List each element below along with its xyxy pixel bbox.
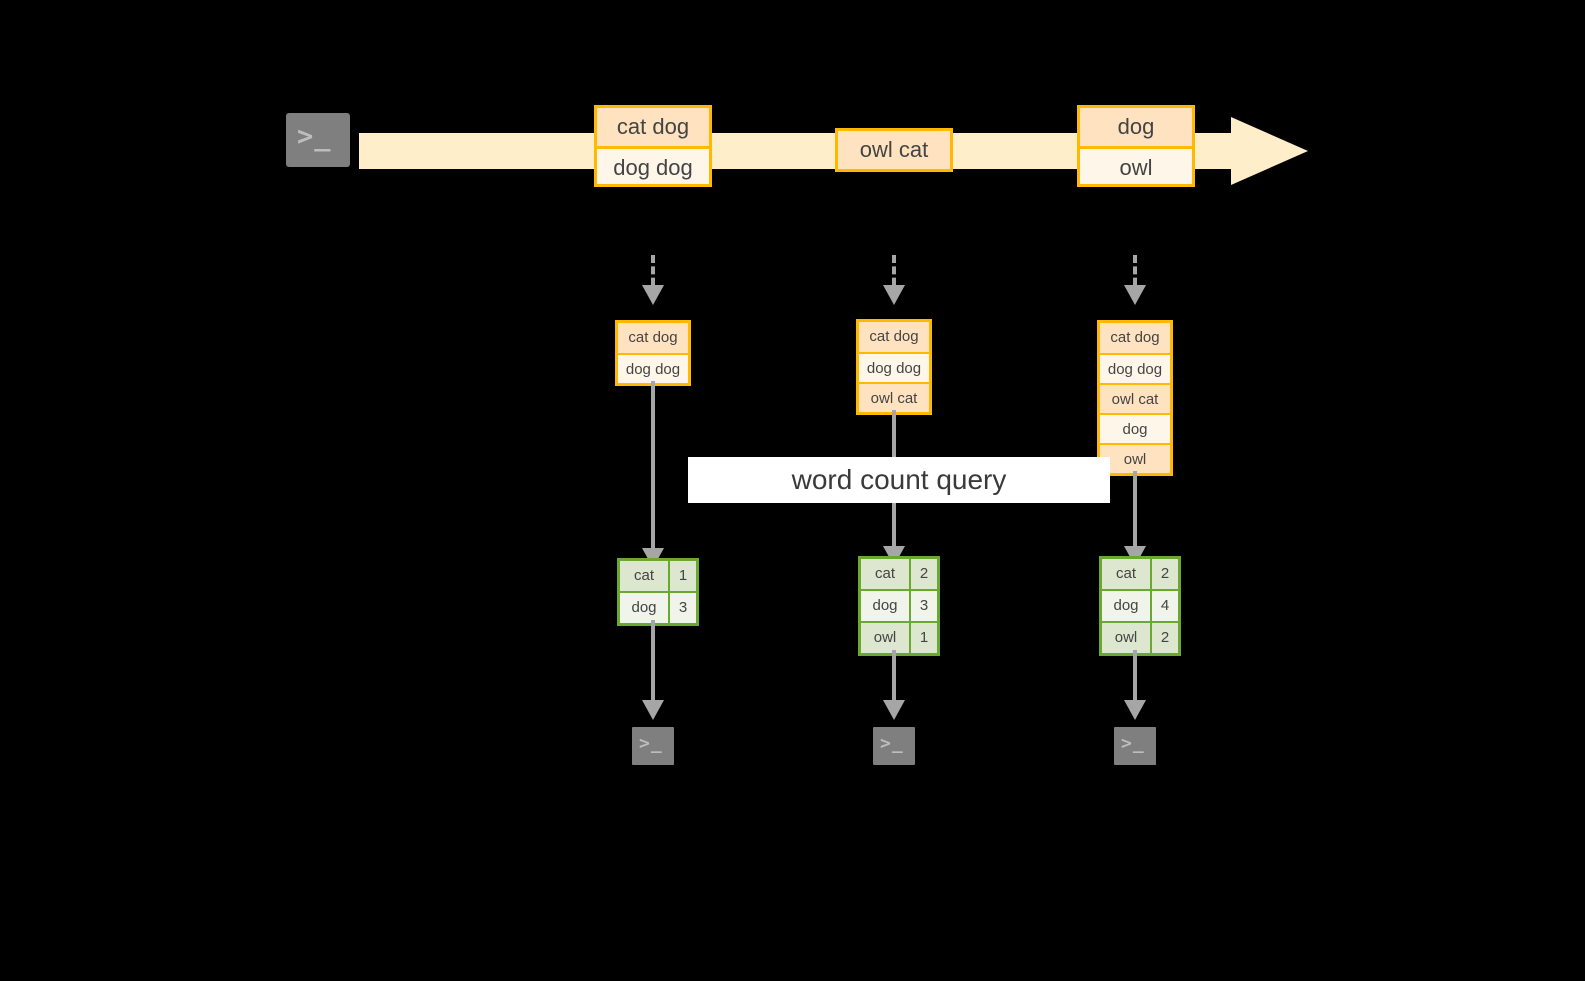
sink-terminal-3[interactable]: >_ <box>1107 720 1163 772</box>
result-word: dog <box>620 593 668 623</box>
result-count: 3 <box>909 591 937 621</box>
terminal-prompt-glyph: >_ <box>1121 733 1145 754</box>
snapshot-event: owl cat <box>1100 383 1170 413</box>
result-word: dog <box>1102 591 1150 621</box>
result-table-2: cat 2 dog 3 owl 1 <box>858 556 940 656</box>
sink-arrow-3 <box>1133 650 1137 710</box>
terminal-prompt-glyph: >_ <box>639 733 663 754</box>
snapshot-event: owl <box>1100 443 1170 473</box>
table-row: cat 1 <box>620 561 696 591</box>
stream-event: cat dog <box>597 108 709 146</box>
snapshot-event: dog <box>1100 413 1170 443</box>
snapshot-2: cat dog dog dog owl cat <box>856 319 932 415</box>
terminal-prompt-glyph: >_ <box>880 733 904 754</box>
dashed-connector-1-head <box>642 285 664 305</box>
result-table-1: cat 1 dog 3 <box>617 558 699 626</box>
stream-event: dog dog <box>597 146 709 184</box>
result-word: cat <box>1102 559 1150 589</box>
result-word: cat <box>861 559 909 589</box>
dashed-connector-2-head <box>883 285 905 305</box>
result-word: owl <box>861 623 909 653</box>
snapshot-event: dog dog <box>1100 353 1170 383</box>
result-count: 2 <box>909 559 937 589</box>
sink-arrow-2-head <box>883 700 905 720</box>
result-count: 4 <box>1150 591 1178 621</box>
snapshot-event: cat dog <box>618 323 688 353</box>
sink-arrow-3-head <box>1124 700 1146 720</box>
result-count: 3 <box>668 593 696 623</box>
dashed-connector-1 <box>651 255 655 297</box>
dashed-connector-3 <box>1133 255 1137 297</box>
result-count: 2 <box>1150 623 1178 653</box>
query-label: word count query <box>688 457 1110 503</box>
snapshot-event: owl cat <box>859 382 929 412</box>
table-row: cat 2 <box>861 559 937 589</box>
source-terminal-icon[interactable]: >_ <box>277 104 359 176</box>
table-row: dog 4 <box>1102 589 1178 621</box>
sink-terminal-2[interactable]: >_ <box>866 720 922 772</box>
result-count: 1 <box>668 561 696 591</box>
snapshot-event: cat dog <box>1100 323 1170 353</box>
stream-event: dog <box>1080 108 1192 146</box>
dashed-connector-3-head <box>1124 285 1146 305</box>
stream-event-group-3: dog owl <box>1077 105 1195 187</box>
snapshot-1: cat dog dog dog <box>615 320 691 386</box>
snapshot-event: cat dog <box>859 322 929 352</box>
snapshot-event: dog dog <box>618 353 688 383</box>
result-table-3: cat 2 dog 4 owl 2 <box>1099 556 1181 656</box>
stream-arrow-head <box>1231 117 1308 185</box>
result-count: 1 <box>909 623 937 653</box>
snapshot-3: cat dog dog dog owl cat dog owl <box>1097 320 1173 476</box>
table-row: owl 1 <box>861 621 937 653</box>
table-row: cat 2 <box>1102 559 1178 589</box>
result-word: owl <box>1102 623 1150 653</box>
sink-arrow-1 <box>651 620 655 710</box>
stream-event: owl cat <box>838 131 950 169</box>
result-count: 2 <box>1150 559 1178 589</box>
table-row: owl 2 <box>1102 621 1178 653</box>
snapshot-event: dog dog <box>859 352 929 382</box>
terminal-prompt-glyph: >_ <box>297 121 332 152</box>
sink-arrow-1-head <box>642 700 664 720</box>
query-arrow-3 <box>1133 471 1137 558</box>
sink-terminal-1[interactable]: >_ <box>625 720 681 772</box>
table-row: dog 3 <box>861 589 937 621</box>
stream-event-group-1: cat dog dog dog <box>594 105 712 187</box>
sink-arrow-2 <box>892 650 896 710</box>
table-row: dog 3 <box>620 591 696 623</box>
result-word: cat <box>620 561 668 591</box>
query-arrow-1 <box>651 381 655 558</box>
stream-event: owl <box>1080 146 1192 184</box>
dashed-connector-2 <box>892 255 896 297</box>
result-word: dog <box>861 591 909 621</box>
stream-event-group-2: owl cat <box>835 128 953 172</box>
